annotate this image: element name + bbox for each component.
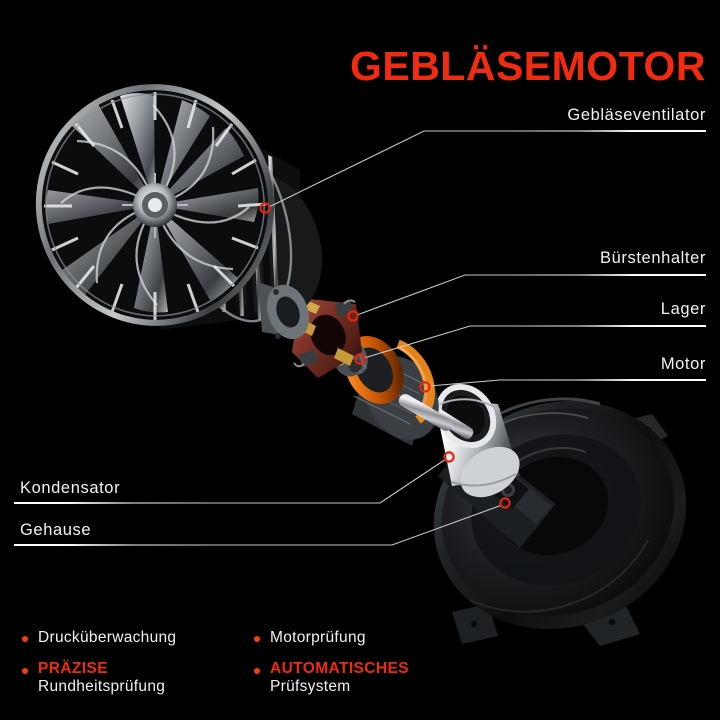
brush-holder — [292, 298, 362, 378]
callout-underline-2 — [510, 274, 706, 276]
callout-underline-1 — [510, 130, 706, 132]
callout-underline-6 — [14, 544, 214, 546]
callout-label-buerstenhalter: Bürstenhalter — [600, 249, 706, 267]
feature-item-2: Motorprüfung — [254, 628, 486, 648]
feature-lead: AUTOMATISCHES — [270, 659, 409, 677]
feature-item-4: AUTOMATISCHES Prüfsystem — [254, 660, 486, 696]
feature-text: Prüfsystem — [270, 677, 351, 695]
callout-label-lager: Lager — [660, 300, 706, 318]
feature-text: Rundheitsprüfung — [38, 677, 166, 695]
callout-underline-3 — [510, 325, 706, 327]
feature-item-3: PRÄZISE Rundheitsprüfung — [22, 660, 254, 696]
bullet-dot-icon — [22, 636, 28, 642]
bullet-dot-icon — [254, 636, 260, 642]
callout-label-geblaeseventilator: Gebläseventilator — [567, 106, 706, 124]
feature-list: Drucküberwachung Motorprüfung PRÄZISE Ru… — [22, 628, 492, 696]
page-title: GEBLÄSEMOTOR — [349, 43, 706, 89]
fan-coupler — [258, 282, 310, 340]
callout-underline-5 — [14, 502, 214, 504]
callout-label-gehause: Gehause — [20, 521, 92, 539]
bullet-dot-icon — [254, 667, 260, 674]
callout-label-motor: Motor — [660, 355, 706, 373]
bullet-dot-icon — [22, 667, 28, 674]
feature-text: Motorprüfung — [270, 629, 366, 646]
callout-label-kondensator: Kondensator — [20, 479, 121, 497]
feature-text: Drucküberwachung — [38, 629, 177, 646]
feature-lead: PRÄZISE — [38, 659, 108, 677]
feature-item-1: Drucküberwachung — [22, 628, 254, 648]
callout-underline-4 — [510, 379, 706, 381]
